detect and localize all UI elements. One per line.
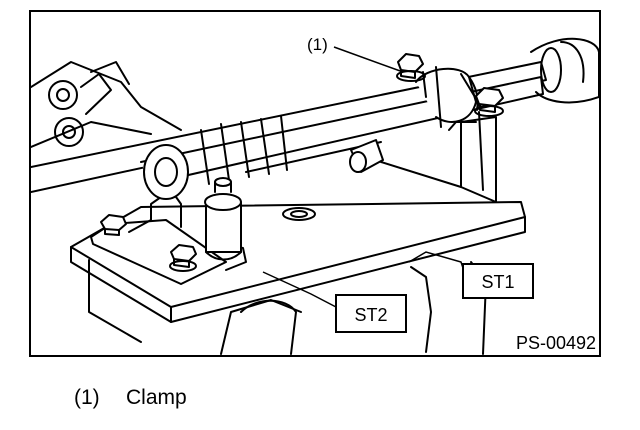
right-stand — [380, 111, 497, 203]
st2-leader — [262, 271, 337, 308]
ring-bracket — [48, 73, 112, 147]
steering-gearbox-illustration: (1) ST1 ST2 PS-00492 — [31, 35, 599, 355]
clamp-bolt-top — [396, 53, 426, 82]
base-bolt-left — [100, 214, 127, 236]
base-bolt-center — [169, 244, 197, 272]
st2-label: ST2 — [354, 305, 387, 325]
callout-marker: (1) — [307, 35, 328, 54]
st1-label: ST1 — [481, 272, 514, 292]
legend-item: (1) Clamp — [74, 386, 187, 410]
clamp-bolt-right — [474, 87, 504, 117]
background-machinery — [31, 61, 182, 148]
center-stud — [204, 177, 242, 261]
st1-label-box: ST1 — [462, 263, 534, 299]
legend-item-label: Clamp — [126, 386, 187, 409]
callout-leader — [333, 46, 404, 73]
piston-end — [349, 139, 384, 173]
legend: (1) Clamp — [74, 386, 187, 410]
legend-item-number: (1) — [74, 386, 100, 409]
st2-label-box: ST2 — [335, 294, 407, 333]
clamp — [415, 66, 482, 131]
figure-code: PS-00492 — [516, 333, 596, 353]
figure-frame: (1) ST1 ST2 PS-00492 — [29, 10, 601, 357]
